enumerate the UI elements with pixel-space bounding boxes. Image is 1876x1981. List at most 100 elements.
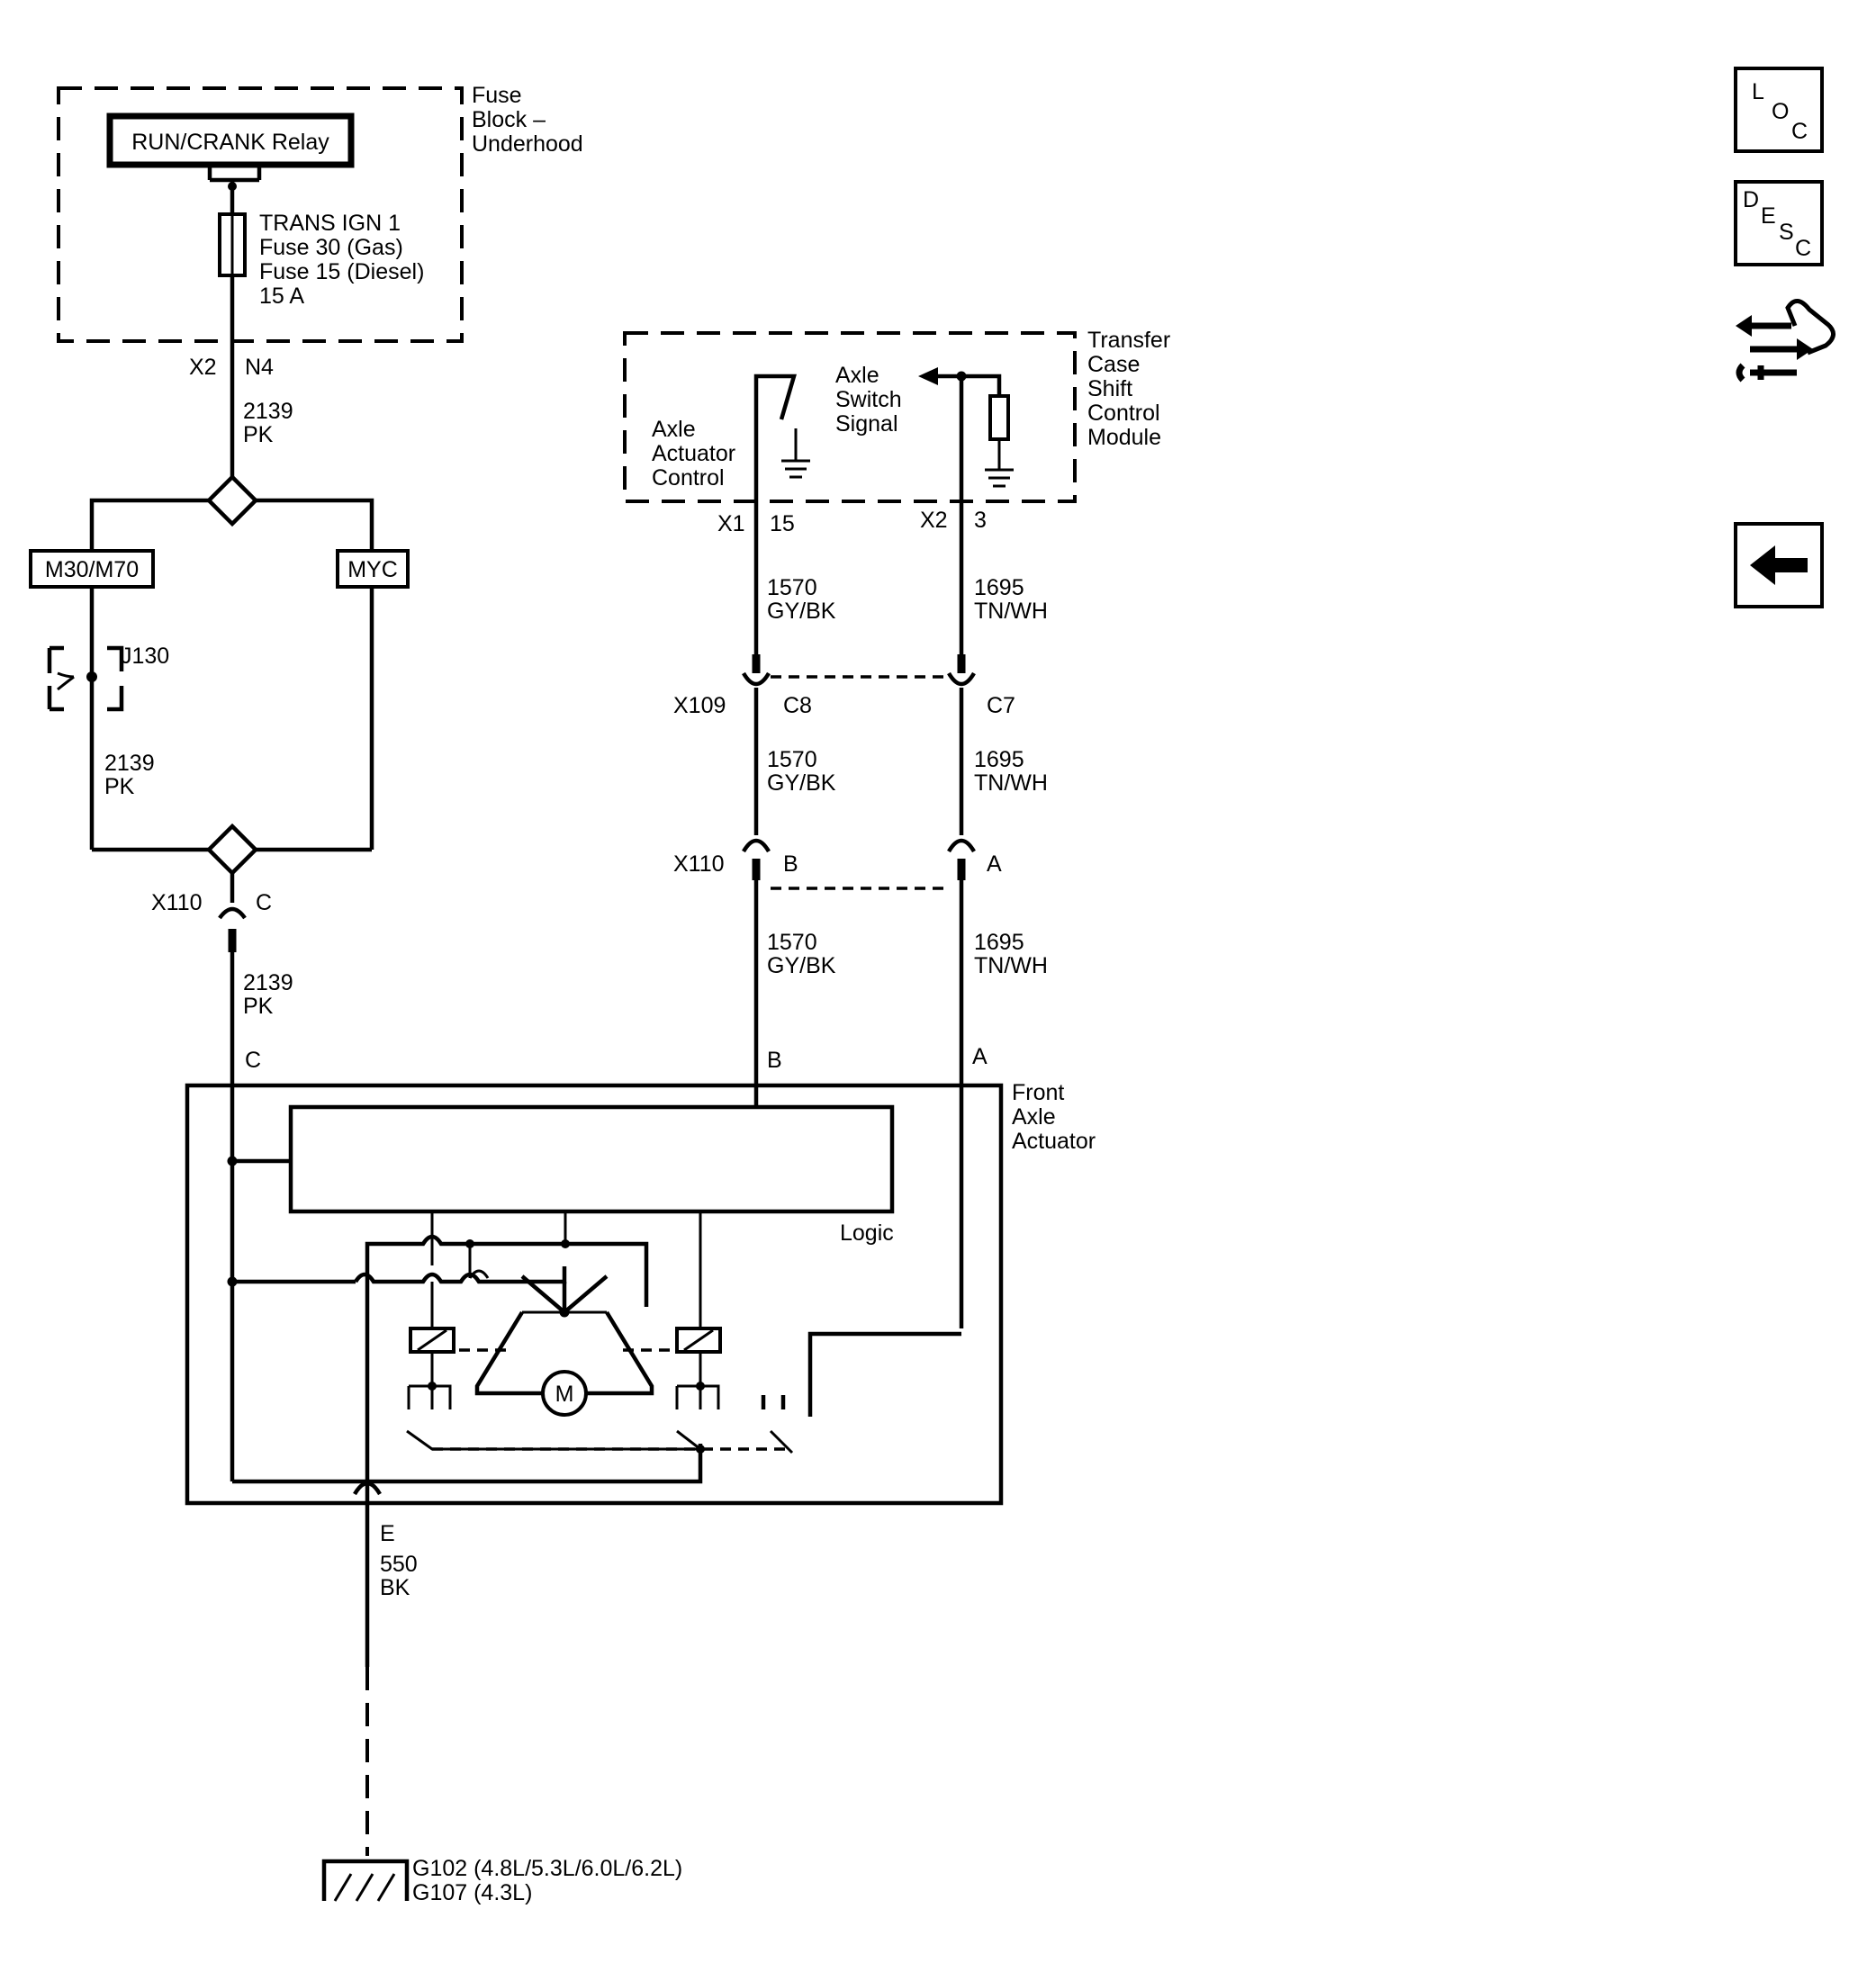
splice-j130-label: J130 <box>121 644 169 669</box>
tccm-actuator-label-1: Axle <box>652 417 696 442</box>
wire-1695-2-color: TN/WH <box>974 770 1048 796</box>
fuse-block-outline <box>57 86 464 343</box>
motor <box>541 1370 588 1417</box>
actuator-control-switch <box>753 374 797 501</box>
loc-letter-l: L <box>1752 79 1764 104</box>
pull-up-ground-icon <box>985 439 1014 488</box>
fuse-connector-pin: N4 <box>245 355 274 380</box>
wire-2139-low-circuit: 2139 <box>243 970 293 995</box>
fuse-block-underhood: Fuse Block – Underhood RUN/CRANK Relay T… <box>57 83 583 343</box>
actuator-title-3: Actuator <box>1012 1129 1096 1154</box>
fuse-line-1: TRANS IGN 1 <box>259 211 401 236</box>
tccm-title-5: Module <box>1087 425 1161 450</box>
logic-label: Logic <box>840 1220 894 1246</box>
desc-button[interactable]: D E S C <box>1734 180 1824 266</box>
fuse-block-title-1: Fuse <box>472 83 522 108</box>
wire-2139-mid-color: PK <box>104 774 135 799</box>
actuator-pin-e: E <box>380 1521 395 1546</box>
relay-terminal <box>207 166 262 200</box>
fuse-line-2: Fuse 30 (Gas) <box>259 235 403 260</box>
tccm-actuator-label-3: Control <box>652 465 725 491</box>
option-box-m30-m70 <box>29 549 155 589</box>
wire-1695-3-circuit: 1695 <box>974 930 1024 955</box>
tccm-title-4: Control <box>1087 401 1160 426</box>
tccm-switch-label-1: Axle <box>835 363 879 388</box>
wire-550-color: BK <box>380 1575 410 1600</box>
fuse-line-3: Fuse 15 (Diesel) <box>259 259 424 284</box>
run-crank-relay <box>106 113 355 168</box>
connector-x109-id: X109 <box>673 693 726 718</box>
tccm-x1-pin: 15 <box>770 511 795 536</box>
connector-tool-icon[interactable] <box>1736 299 1835 383</box>
tccm-actuator-label-2: Actuator <box>652 441 735 466</box>
relay-coil-right <box>675 1327 722 1354</box>
connector-x110-id: X110 <box>673 851 725 877</box>
splice-diamond-bottom <box>205 823 259 877</box>
back-arrow-icon <box>1750 545 1808 585</box>
desc-letter-c: C <box>1795 236 1811 261</box>
fuse-block-title-3: Underhood <box>472 131 583 157</box>
actuator-outline <box>185 1083 1004 1506</box>
tccm-title-3: Shift <box>1087 376 1132 401</box>
splice-diamond-top <box>205 473 259 527</box>
connector-x110-b <box>742 838 771 853</box>
connector-x110-left-pin: C <box>256 890 272 915</box>
tccm-title-2: Case <box>1087 352 1140 377</box>
connector-x110-a <box>947 838 976 853</box>
wire-branch-right-top <box>256 498 374 549</box>
desc-letter-s: S <box>1779 220 1794 245</box>
connector-x109-c7 <box>947 671 976 687</box>
wire-1570-1-color: GY/BK <box>767 599 836 624</box>
wire-2139-top-color: PK <box>243 422 274 447</box>
motor-label: M <box>555 1382 574 1407</box>
tccm-switch-label-3: Signal <box>835 411 898 437</box>
wire-1695-1-color: TN/WH <box>974 599 1048 624</box>
loc-button[interactable]: L O C <box>1734 67 1824 153</box>
tccm-x2-pin: 3 <box>974 508 987 533</box>
connector-x110-c-socket <box>218 906 247 920</box>
splice-j130-symbol <box>57 671 75 691</box>
position-switch <box>761 1331 961 1417</box>
ground-label-2: G107 (4.3L) <box>412 1880 532 1905</box>
actuator-title-1: Front <box>1012 1080 1064 1105</box>
wire-2139-top-circuit: 2139 <box>243 399 293 424</box>
front-axle-actuator: Front Axle Actuator C B A Logic <box>185 1044 1096 1546</box>
actuator-ground-bus <box>365 1234 649 1481</box>
transfer-case-shift-control-module: Transfer Case Shift Control Module Axle … <box>623 328 1170 536</box>
connector-x109-pin-c8: C8 <box>783 693 812 718</box>
actuator-pin-c: C <box>245 1048 261 1073</box>
ground-symbol <box>321 1859 410 1901</box>
tccm-x2-id: X2 <box>920 508 948 533</box>
fuse-connector-id: X2 <box>189 355 217 380</box>
connector-x110-pin-a: A <box>987 851 1002 877</box>
connector-x109-pin-c7: C7 <box>987 693 1015 718</box>
wire-2139-mid-circuit: 2139 <box>104 751 155 776</box>
fuse-block-title-2: Block – <box>472 107 546 132</box>
wire-1695-1-circuit: 1695 <box>974 575 1024 600</box>
splice-j130-dot <box>86 671 97 682</box>
pull-up-resistor <box>988 394 1010 441</box>
loc-letter-c: C <box>1791 119 1808 144</box>
logic-block <box>288 1104 895 1214</box>
wire-1570-2-color: GY/BK <box>767 770 836 796</box>
actuator-control-ground-icon <box>781 428 810 479</box>
wire-2139-low-color: PK <box>243 994 274 1019</box>
wire-branch-left-top <box>89 498 209 549</box>
wire-1570-1-circuit: 1570 <box>767 575 817 600</box>
option-label-myc: MYC <box>347 557 398 582</box>
ground-label-1: G102 (4.8L/5.3L/6.0L/6.2L) <box>412 1856 682 1881</box>
actuator-title-2: Axle <box>1012 1104 1056 1130</box>
desc-letter-d: D <box>1743 187 1759 212</box>
wire-1695-3-color: TN/WH <box>974 953 1048 978</box>
desc-letter-e: E <box>1761 203 1776 229</box>
connector-x110-pin-b: B <box>783 851 798 877</box>
actuator-pin-b: B <box>767 1048 782 1073</box>
wire-1570-3-circuit: 1570 <box>767 930 817 955</box>
switch-signal-arrow <box>918 367 938 385</box>
splice-j130-bracket <box>47 645 124 712</box>
fuse-line-4: 15 A <box>259 284 304 309</box>
option-label-m30-m70: M30/M70 <box>45 557 139 582</box>
actuator-internal-return <box>232 1444 703 1484</box>
back-button[interactable] <box>1734 522 1824 608</box>
